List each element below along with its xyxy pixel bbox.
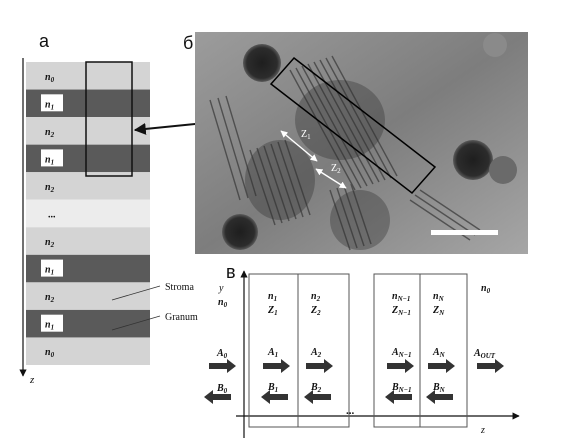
column-z-label: ZN bbox=[432, 305, 445, 317]
forward-wave-arrow bbox=[306, 359, 333, 373]
stack-layer-label: n1 bbox=[45, 154, 54, 166]
panel-label-a: а bbox=[39, 31, 50, 51]
stack-layer-label: n0 bbox=[45, 72, 55, 84]
granum-label: Granum bbox=[165, 312, 198, 323]
model-dots: ... bbox=[346, 405, 355, 417]
column-a-label: AN−1 bbox=[391, 347, 411, 359]
z1-measure-arrow bbox=[280, 130, 318, 162]
column-z-label: Z1 bbox=[267, 305, 278, 317]
stack-layer-label: n1 bbox=[45, 265, 54, 277]
micrograph-selection-box bbox=[269, 56, 437, 195]
column-n-label: n2 bbox=[311, 291, 321, 303]
backward-wave-arrow bbox=[426, 390, 453, 404]
column-b-label: B1 bbox=[267, 382, 278, 394]
backward-wave-arrow bbox=[385, 390, 412, 404]
column-n-label: n1 bbox=[268, 291, 277, 303]
z2-measure-arrow bbox=[315, 168, 347, 189]
forward-wave-arrow bbox=[387, 359, 414, 373]
stroma-label: Stroma bbox=[165, 282, 194, 293]
stack-layer-label: n1 bbox=[45, 99, 54, 111]
granum-index-box bbox=[41, 314, 63, 332]
granum-index-box bbox=[41, 94, 63, 112]
column-z-label: ZN−1 bbox=[391, 305, 411, 317]
column-a-label: A2 bbox=[310, 347, 322, 359]
granum-index-box bbox=[41, 149, 63, 167]
panel-label-b: б bbox=[183, 33, 193, 53]
z2-label: Z2 bbox=[331, 163, 341, 175]
stroma-pointer bbox=[111, 285, 161, 301]
n0-right-label: n0 bbox=[481, 283, 491, 295]
stack-layer-stroma bbox=[26, 117, 150, 145]
forward-wave-arrow bbox=[263, 359, 290, 373]
stack-selection-box bbox=[85, 61, 133, 177]
stack-layer-label: n0 bbox=[45, 347, 55, 359]
stack-layer-stroma bbox=[26, 172, 150, 200]
column-z-label: Z2 bbox=[310, 305, 321, 317]
backward-wave-arrow bbox=[304, 390, 331, 404]
b0-arrow bbox=[204, 390, 231, 404]
scale-bar bbox=[431, 230, 498, 235]
n0-left-label: n0 bbox=[218, 297, 228, 309]
column-n-label: nN−1 bbox=[392, 291, 410, 303]
stack-z-label: z bbox=[29, 374, 35, 386]
stack-layer-label: n1 bbox=[45, 320, 54, 332]
stack-layer-stroma bbox=[26, 62, 150, 90]
stack-layer-gap bbox=[26, 199, 150, 228]
stack-layer-label: n2 bbox=[45, 237, 55, 249]
column-b-label: B2 bbox=[310, 382, 322, 394]
aout-label: AOUT bbox=[473, 348, 496, 360]
stack-layer-stroma bbox=[26, 337, 150, 365]
a0-arrow bbox=[209, 359, 236, 373]
stack-layer-stroma bbox=[26, 227, 150, 255]
columns-1-2-box bbox=[248, 273, 350, 428]
layer-stack: n0 n1 n2 n1 n2... n2 n1 n2 n1 n0 bbox=[26, 62, 150, 365]
granum-index-box bbox=[41, 259, 63, 277]
aout-arrow bbox=[477, 359, 504, 373]
micrograph bbox=[195, 32, 528, 254]
column-b-label: BN−1 bbox=[391, 382, 411, 394]
stack-layer-stroma bbox=[26, 282, 150, 310]
model-z-label: z bbox=[480, 425, 485, 436]
stack-layer-label: ... bbox=[48, 210, 56, 221]
column-a-label: A1 bbox=[267, 347, 278, 359]
column-n-label: nN bbox=[433, 291, 445, 303]
panel-label-c: в bbox=[226, 262, 236, 282]
a0-label: A0 bbox=[216, 348, 228, 360]
column-b-label: BN bbox=[432, 382, 446, 394]
granum-pointer bbox=[111, 315, 161, 331]
forward-wave-arrow bbox=[428, 359, 455, 373]
stack-layer-label: n2 bbox=[45, 292, 55, 304]
z1-label: Z1 bbox=[301, 129, 311, 141]
stack-layer-label: n2 bbox=[45, 127, 55, 139]
model-y-label: y bbox=[218, 283, 224, 294]
b0-label: B0 bbox=[216, 383, 228, 395]
column-a-label: AN bbox=[432, 347, 446, 359]
backward-wave-arrow bbox=[261, 390, 288, 404]
stack-layer-label: n2 bbox=[45, 182, 55, 194]
